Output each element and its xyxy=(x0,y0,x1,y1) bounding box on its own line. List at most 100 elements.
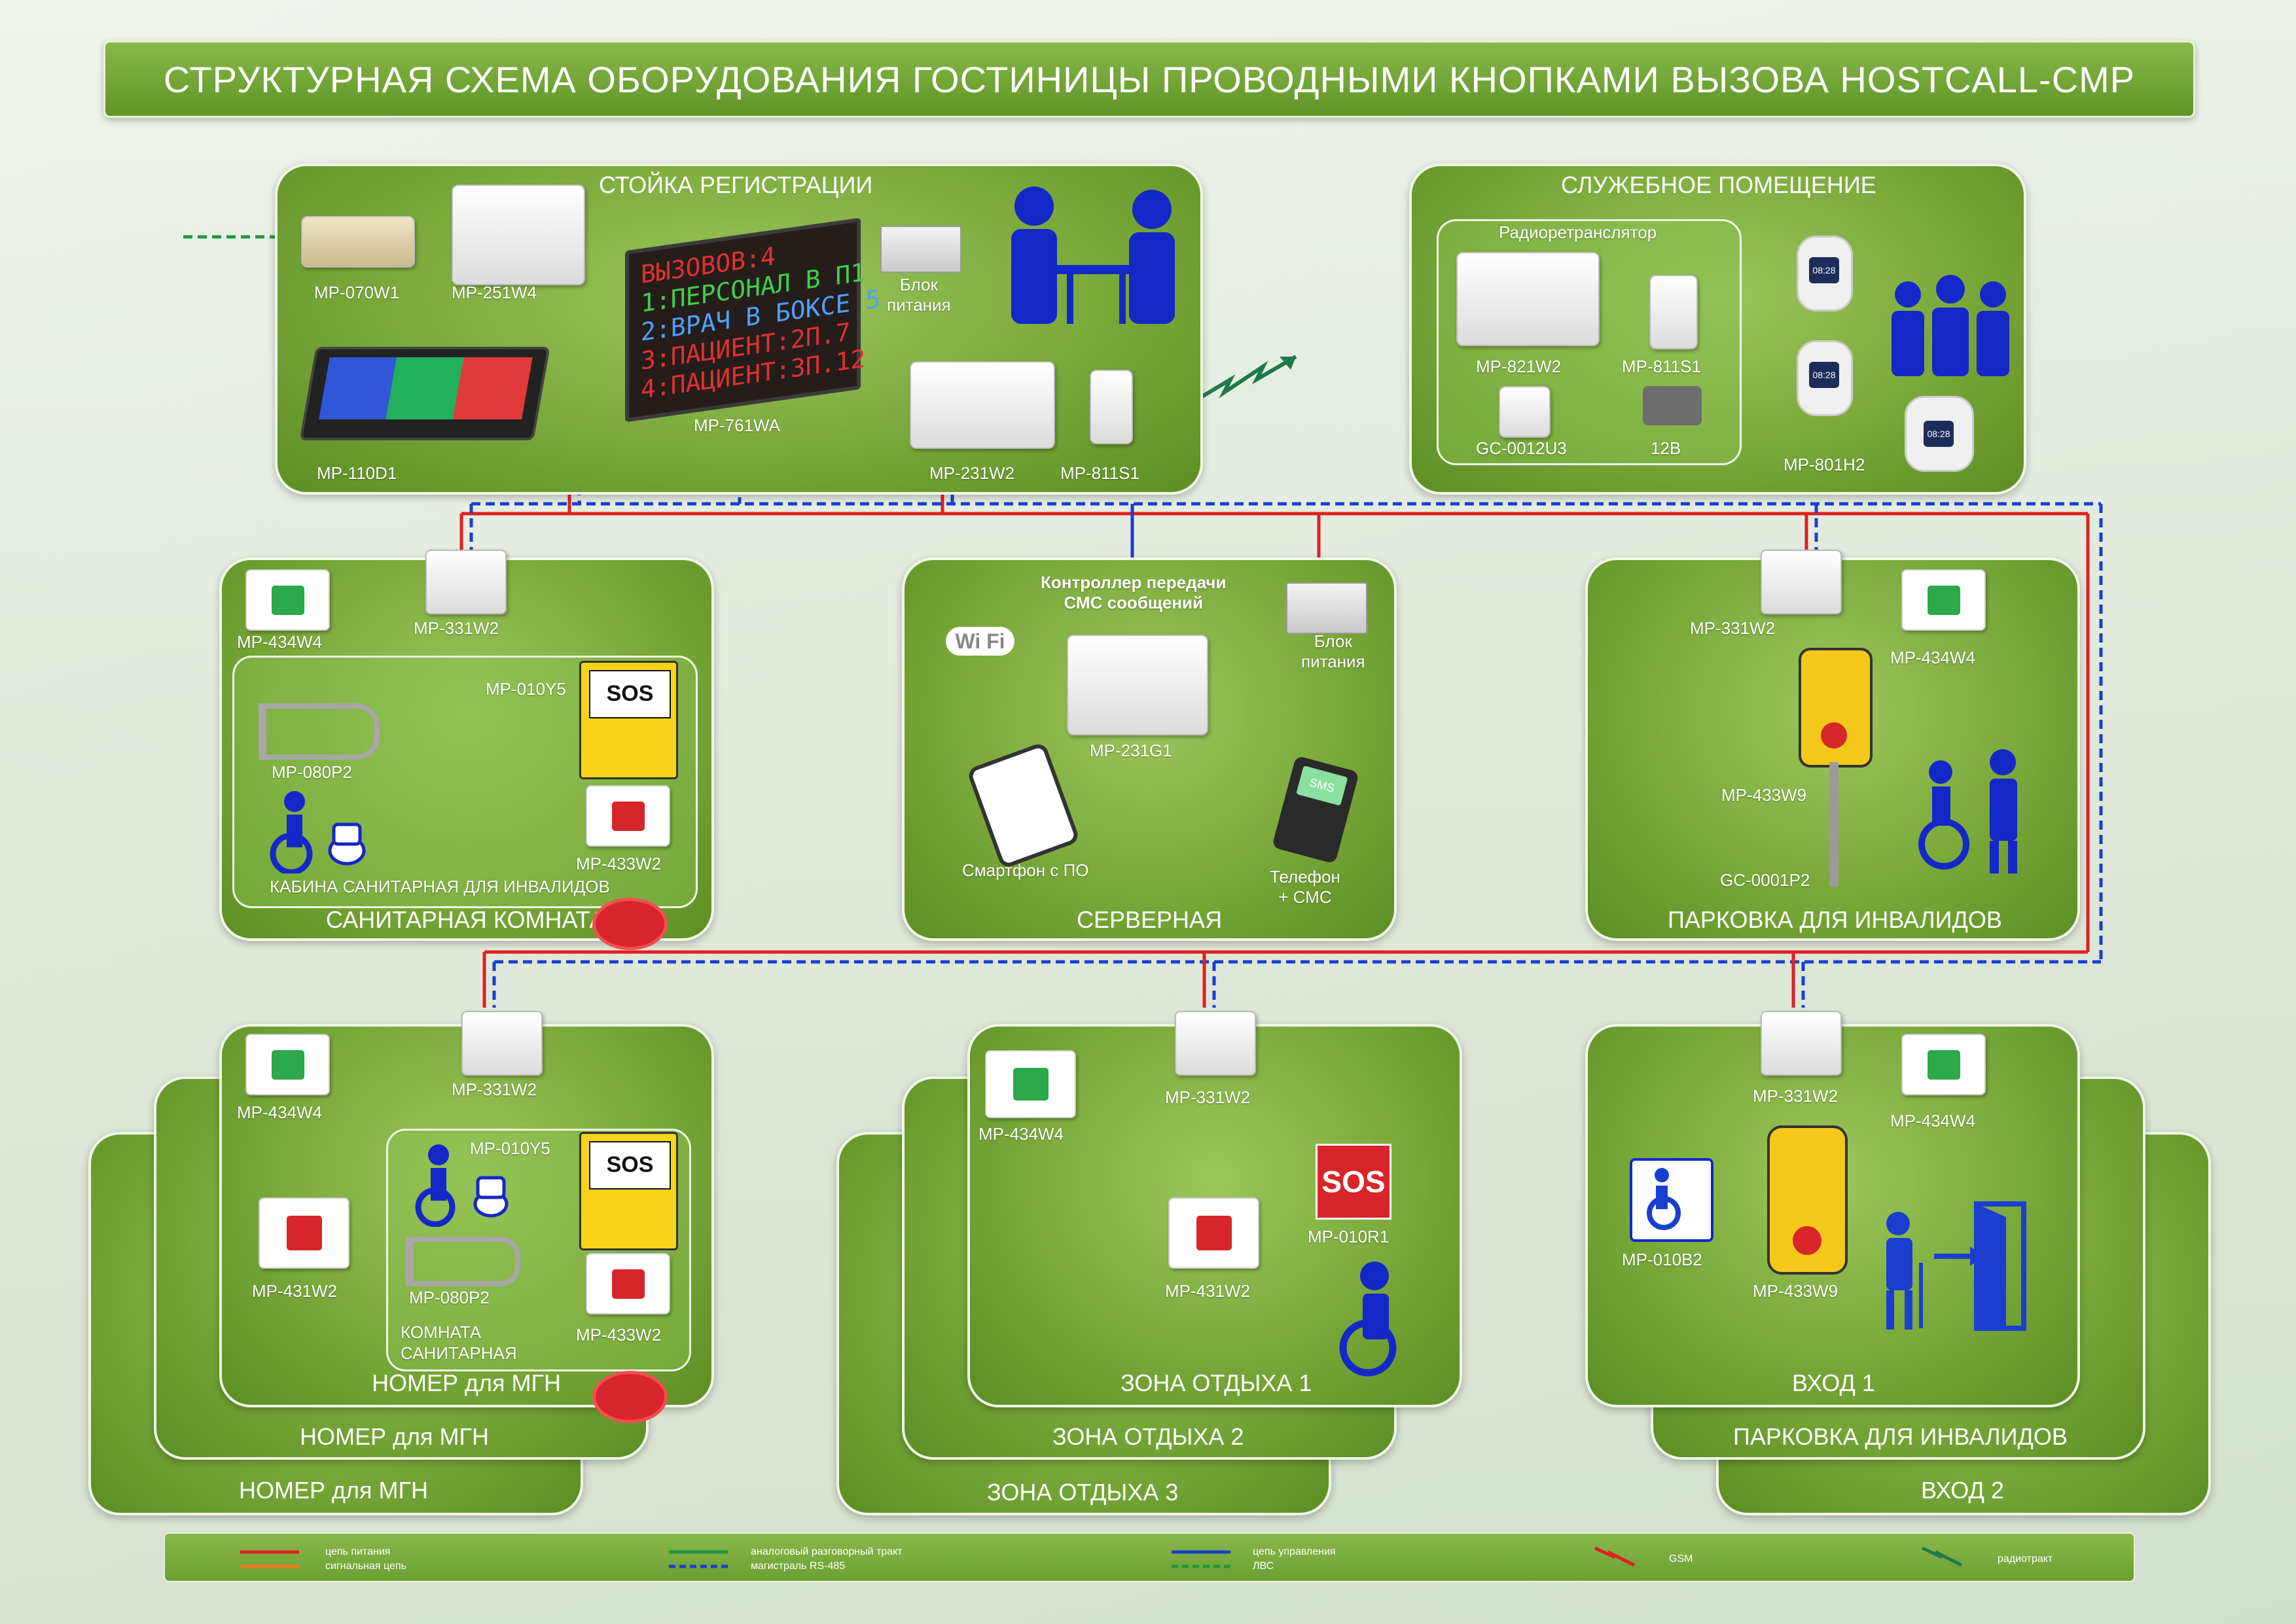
mp251w4-label: MP-251W4 xyxy=(452,283,537,302)
mp231w2-device xyxy=(910,361,1055,449)
entrance-mp010b2-label: MP-010B2 xyxy=(1622,1250,1702,1269)
mp231g1-label: MP-231G1 xyxy=(1090,741,1172,760)
post-red-button[interactable] xyxy=(1821,722,1847,749)
room-mp010y5-label: MP-010Y5 xyxy=(470,1139,550,1158)
mp010y5-sign: SOS xyxy=(579,661,678,779)
accessibility-icon xyxy=(1647,1168,1681,1230)
mp070w1-device xyxy=(301,216,415,268)
mp761wa-label: MP-761WA xyxy=(694,415,780,435)
room-mp434w4-button[interactable] xyxy=(245,1034,330,1095)
rest-mp434w4-label: MP-434W4 xyxy=(978,1124,1064,1144)
rest-mp434w4-button[interactable] xyxy=(985,1050,1076,1118)
room-sos-text: SOS xyxy=(588,1140,672,1190)
post-pole xyxy=(1829,762,1839,887)
radio-link-icon xyxy=(1196,355,1297,401)
cabin-title: КАБИНА САНИТАРНАЯ ДЛЯ ИНВАЛИДОВ xyxy=(270,877,610,896)
entrance-mp434w4-button[interactable] xyxy=(1901,1034,1986,1095)
room-pull-cord-icon[interactable] xyxy=(592,1371,668,1423)
grab-bar-icon xyxy=(259,703,380,760)
entrance-title-3: ВХОД 2 xyxy=(1921,1477,2004,1504)
mp434w4-button[interactable] xyxy=(245,569,330,631)
legend: цепь питания сигнальная цепь аналоговый … xyxy=(164,1532,2135,1582)
reception-staff-icon xyxy=(1011,186,1175,324)
room-mp433w2-button[interactable] xyxy=(586,1253,670,1315)
parking-mp433w9-label: MP-433W9 xyxy=(1721,785,1807,805)
room-mp010y5-sign: SOS xyxy=(579,1132,678,1250)
mp231g1-device xyxy=(1067,635,1208,735)
entrance-post-red-button[interactable] xyxy=(1793,1226,1821,1255)
watch-2-screen: 08:28 xyxy=(1809,362,1839,388)
mp331w2-sensor xyxy=(425,550,507,614)
page-title-text: СТРУКТУРНАЯ СХЕМА ОБОРУДОВАНИЯ ГОСТИНИЦЫ… xyxy=(163,58,2136,100)
mp110d1-tablet xyxy=(299,347,550,440)
entrance-mp434w4-label: MP-434W4 xyxy=(1890,1111,1976,1131)
wheelchair-helper-icon xyxy=(1918,749,2017,874)
rest-title-1: ЗОНА ОТДЫХА 1 xyxy=(1121,1369,1312,1396)
mp331w2-label: MP-331W2 xyxy=(414,618,499,638)
gc0012u3-device xyxy=(1499,386,1551,438)
server-psu-label: Блок питания xyxy=(1301,631,1365,671)
mp811s1-service-label: MP-811S1 xyxy=(1622,357,1701,376)
entrance-title-1: ВХОД 1 xyxy=(1792,1369,1875,1396)
server-room-title: СЕРВЕРНАЯ xyxy=(1077,906,1223,933)
phone-label: Телефон + СМС xyxy=(1270,867,1340,907)
rest-mp331w2-sensor xyxy=(1175,1011,1256,1076)
parking-mp434w4-label: MP-434W4 xyxy=(1890,648,1976,667)
rest-mp431w2-button[interactable] xyxy=(1168,1197,1259,1269)
elderly-door-icon xyxy=(1886,1201,2026,1331)
v12-label: 12В xyxy=(1651,438,1681,458)
legend-rs485: магистраль RS-485 xyxy=(751,1561,846,1572)
entrance-title-2: ПАРКОВКА ДЛЯ ИНВАЛИДОВ xyxy=(1733,1423,2068,1450)
reception-psu-label: Блок питания xyxy=(887,275,951,315)
wifi-icon: Wi Fi xyxy=(920,609,1041,674)
power-adapter-icon xyxy=(1643,386,1702,425)
server-psu-device xyxy=(1286,582,1367,634)
parking-mp331w2-label: MP-331W2 xyxy=(1690,618,1776,638)
room-grab-bar-icon xyxy=(406,1237,520,1286)
mp010b2-sign xyxy=(1630,1158,1713,1242)
rest-mp010r1-label: MP-010R1 xyxy=(1308,1227,1390,1246)
entrance-mp433w9-post[interactable] xyxy=(1767,1125,1848,1275)
rest-title-3: ЗОНА ОТДЫХА 3 xyxy=(987,1479,1179,1506)
mp010y5-label: MP-010Y5 xyxy=(486,679,566,699)
mp251w4-device xyxy=(452,185,585,285)
room-title-3: НОМЕР для МГН xyxy=(239,1477,429,1504)
rest-mp431w2-label: MP-431W2 xyxy=(1165,1281,1251,1301)
watch-1-icon: 08:28 xyxy=(1797,236,1853,311)
mp433w2-button[interactable] xyxy=(586,785,670,847)
page-title: СТРУКТУРНАЯ СХЕМА ОБОРУДОВАНИЯ ГОСТИНИЦЫ… xyxy=(103,41,2195,118)
mp080p2-label: MP-080P2 xyxy=(272,762,352,782)
parking-mp331w2-sensor xyxy=(1761,550,1842,614)
wheelchair-toilet-icon xyxy=(270,791,366,874)
room-title-2: НОМЕР для МГН xyxy=(300,1423,490,1450)
watch-3-screen: 08:28 xyxy=(1924,421,1954,447)
entrance-mp331w2-sensor xyxy=(1761,1011,1842,1076)
watch-2-icon: 08:28 xyxy=(1797,340,1853,416)
wifi-badge: Wi Fi xyxy=(946,627,1014,656)
rest-sos-sign: SOS xyxy=(1316,1144,1391,1220)
room-title-1: НОМЕР для МГН xyxy=(372,1369,562,1396)
mp811s1-label: MP-811S1 xyxy=(1060,463,1139,483)
entrance-mp433w9-label: MP-433W9 xyxy=(1753,1281,1839,1301)
sos-text: SOS xyxy=(588,669,672,718)
room-wheelchair-toilet-icon xyxy=(415,1144,509,1227)
mp433w9-post[interactable] xyxy=(1799,648,1873,768)
mp070w1-label: MP-070W1 xyxy=(314,283,400,302)
entrance-mp331w2-label: MP-331W2 xyxy=(1753,1086,1839,1106)
room-mp431w2-button[interactable] xyxy=(259,1197,350,1269)
parking-mp434w4-button[interactable] xyxy=(1901,569,1986,631)
legend-lines xyxy=(240,1546,1963,1568)
rest-wheelchair-icon xyxy=(1339,1262,1397,1377)
controller-label: Контроллер передачи СМС сообщений xyxy=(1041,573,1227,612)
legend-signal: сигнальная цепь xyxy=(325,1561,406,1572)
mp761wa-led-display: ВЫЗОВОВ:4 1:ПЕРСОНАЛ В П1 2:ВРАЧ В БОКСЕ… xyxy=(625,217,880,423)
mp801h2-label: MP-801H2 xyxy=(1784,455,1865,474)
rest-mp331w2-label: MP-331W2 xyxy=(1165,1087,1251,1107)
gc0012u3-label: GC-0012U3 xyxy=(1476,438,1567,458)
room-mp080p2-label: MP-080P2 xyxy=(409,1288,490,1307)
pull-cord-icon[interactable] xyxy=(592,898,668,950)
rest-title-2: ЗОНА ОТДЫХА 2 xyxy=(1052,1423,1244,1450)
gc0001p2-label: GC-0001P2 xyxy=(1720,870,1810,890)
room-mp331w2-sensor xyxy=(461,1011,543,1076)
mp821w2-device xyxy=(1456,252,1600,346)
